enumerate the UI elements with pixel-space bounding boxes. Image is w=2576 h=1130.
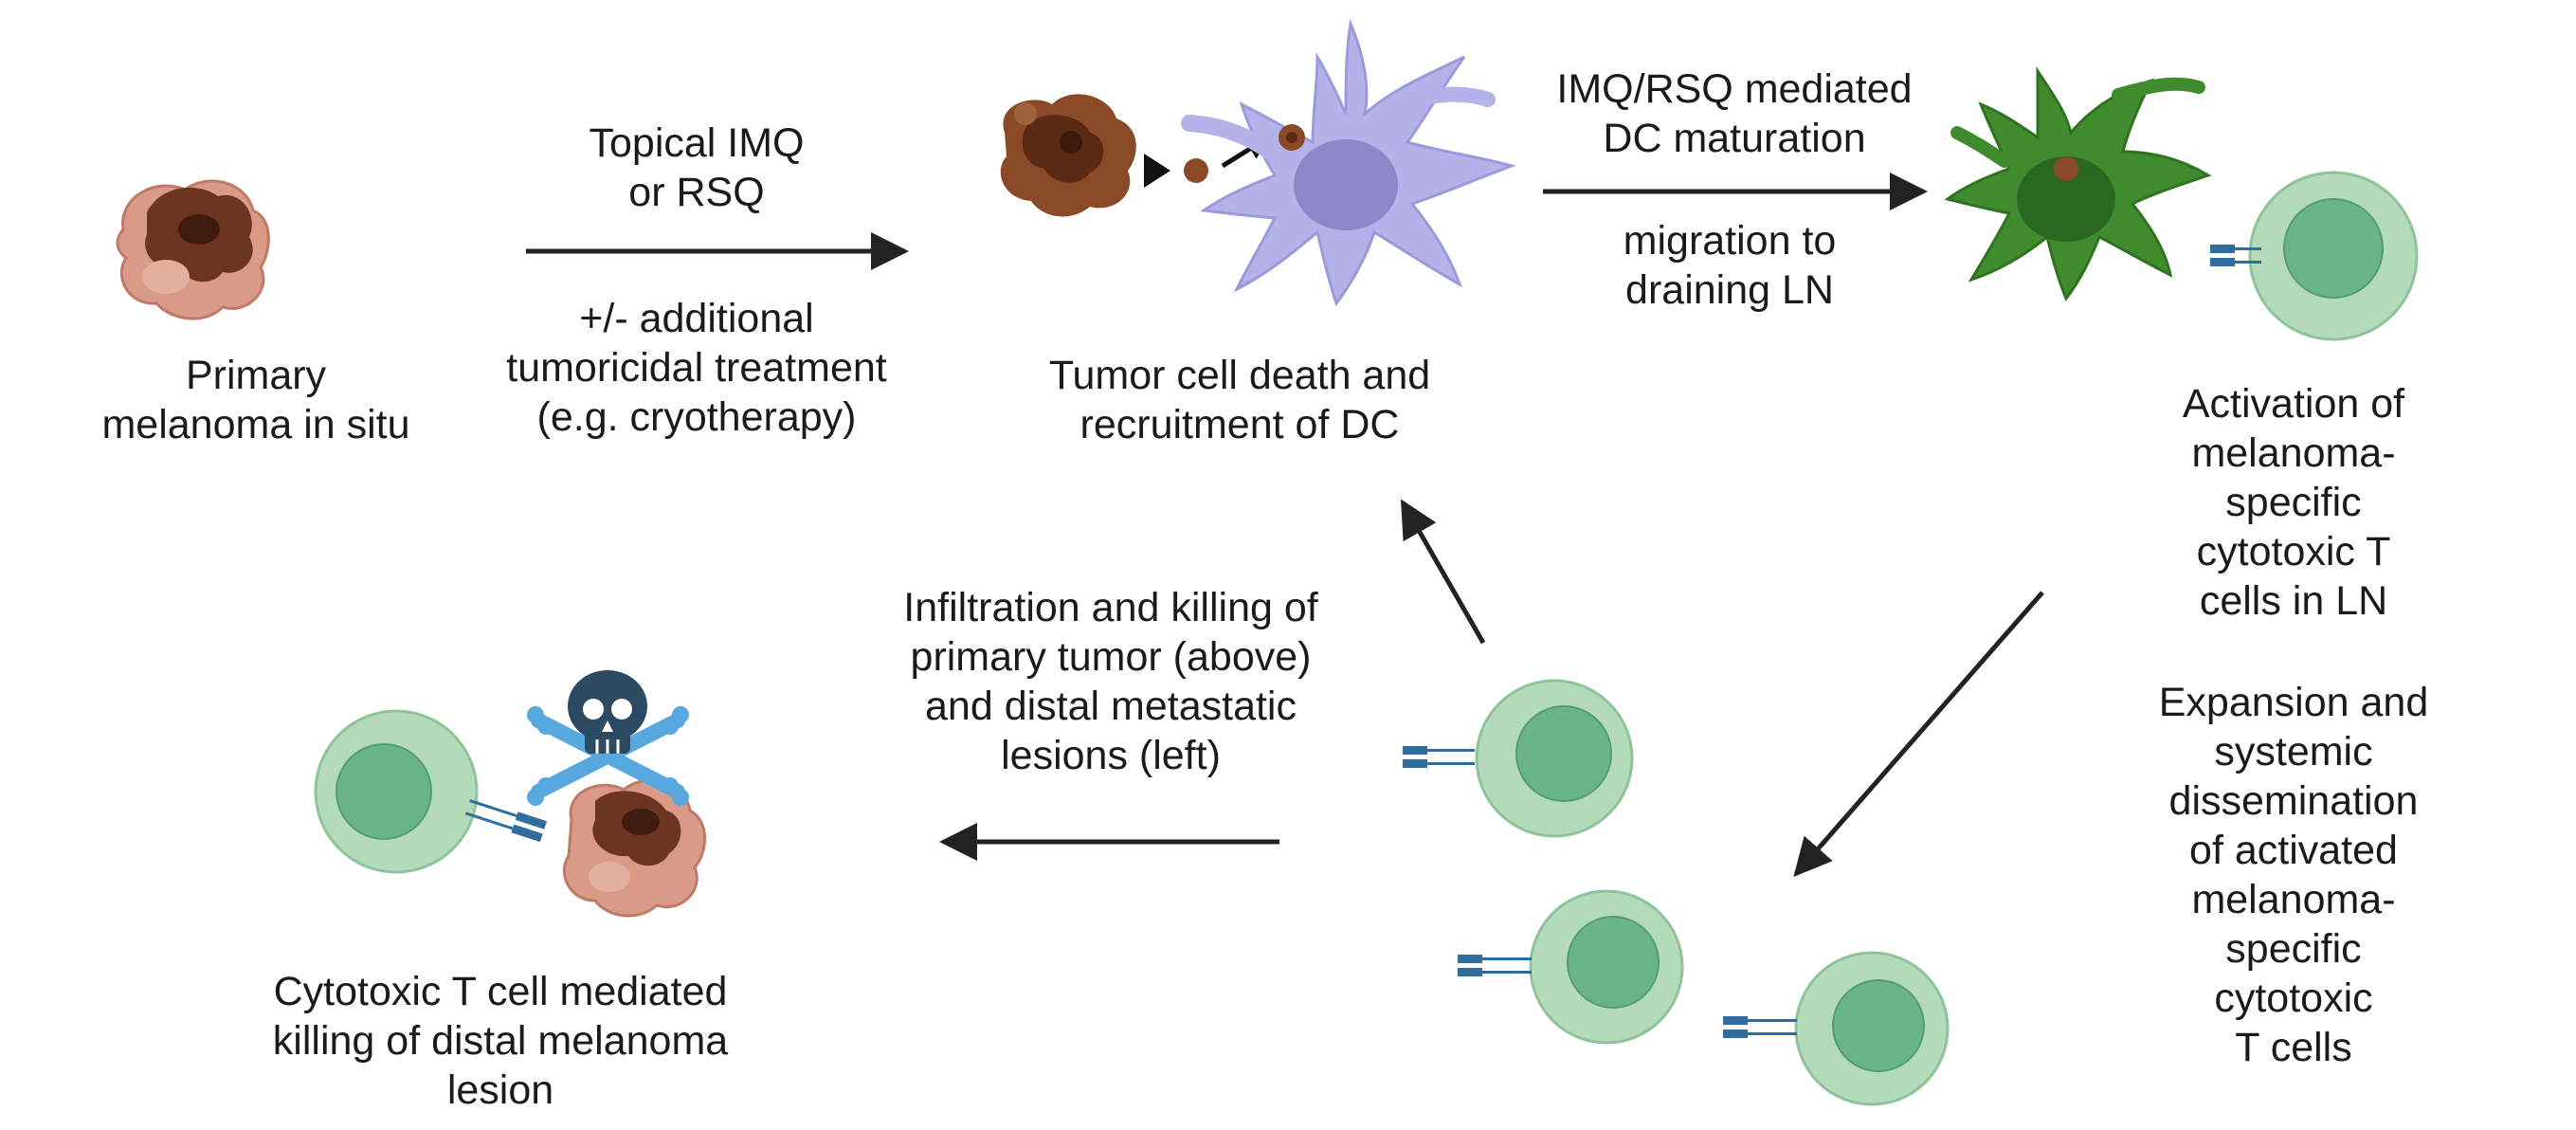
t-cell-activation-icon [2248, 171, 2419, 341]
tcr-receptor-icon [2210, 245, 2261, 266]
dying-tumor-icon [1000, 94, 1136, 217]
label-migration: migration to draining LN [1623, 218, 1837, 313]
label-tumor-death: Tumor cell death and recruitment of DC [1048, 353, 1431, 447]
tcr-receptor-killer-icon [464, 799, 547, 843]
label-primary-melanoma: Primary melanoma in situ [101, 353, 410, 447]
arrow-expansion [1793, 591, 2044, 878]
label-killing: Cytotoxic T cell mediated killing of dis… [272, 969, 729, 1113]
label-maturation: IMQ/RSQ mediated DC maturation [1556, 66, 1913, 161]
mature-dendritic-cell-icon [1944, 66, 2212, 302]
label-infiltration: Infiltration and killing of primary tumo… [903, 585, 1318, 778]
label-activation: Activation of melanoma-specific cytotoxi… [2182, 381, 2405, 624]
label-treatment-top: Topical IMQ or RSQ [589, 120, 805, 215]
arrow-infiltration-up [1400, 499, 1486, 645]
label-expansion: Expansion and systemic dissemination of … [2158, 680, 2429, 1070]
arrowhead-icon [1144, 154, 1170, 188]
label-treatment-bottom: +/- additional tumoricidal treatment (e.… [506, 296, 887, 440]
t-cell-expanded-2 [1723, 951, 1950, 1106]
dendritic-cell-icon [1181, 18, 1516, 307]
tumor-debris-icon [1184, 158, 1208, 183]
skull-crossbones-icon [527, 670, 689, 806]
distal-melanoma-icon [562, 778, 707, 918]
t-cell-infiltrating [1403, 679, 1634, 838]
t-cell-expanded-1 [1458, 889, 1684, 1045]
primary-melanoma-icon [116, 179, 270, 320]
t-cell-killer [314, 709, 479, 874]
